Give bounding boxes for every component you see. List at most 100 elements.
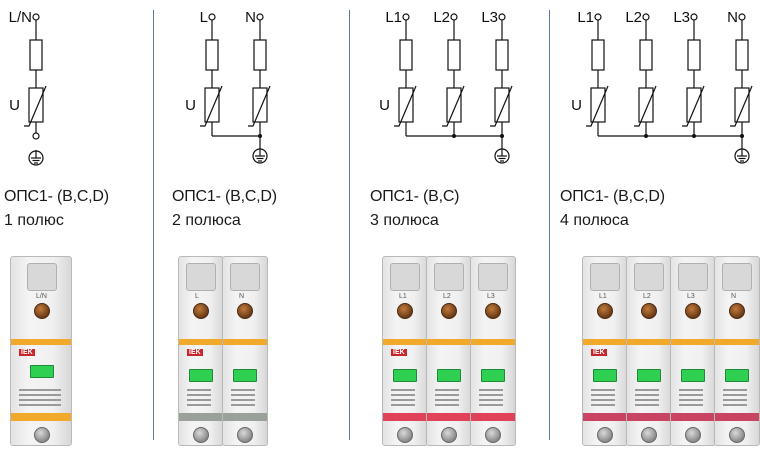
module-pole-label: L2 <box>643 293 651 300</box>
status-indicator-window <box>637 369 661 382</box>
varistor-slash-icon <box>394 85 417 127</box>
bottom-screw-icon <box>597 427 613 443</box>
screw-icon <box>193 303 209 319</box>
ground-icon <box>252 148 268 164</box>
status-indicator-window <box>30 365 54 378</box>
spec-text-line <box>19 399 61 401</box>
varistor-slash-icon <box>730 85 753 127</box>
varistor-icon <box>638 87 654 123</box>
device-title: ОПС1- (B,C) <box>370 188 460 205</box>
spec-text-line <box>435 389 459 391</box>
terminal-block <box>478 263 508 291</box>
pole-label: L1 <box>385 9 402 26</box>
spec-text-line <box>591 389 615 391</box>
screw-icon <box>597 303 613 319</box>
screw-icon <box>34 303 50 319</box>
pole-branch: L3 <box>481 9 513 136</box>
terminal-icon <box>690 13 698 21</box>
spec-text-line <box>723 404 747 406</box>
status-indicator-window <box>681 369 705 382</box>
spec-text-line <box>679 394 703 396</box>
terminal-block <box>390 263 420 291</box>
color-band-bottom <box>179 413 223 421</box>
terminal-block <box>186 263 216 291</box>
varistor-slash-icon <box>200 85 223 127</box>
spec-text-line <box>635 399 659 401</box>
ground-icon <box>734 148 750 164</box>
spec-text-line <box>231 394 255 396</box>
device-module: L2 <box>626 256 672 446</box>
spec-text-line <box>679 399 703 401</box>
varistor-icon <box>686 87 702 123</box>
fuse-icon <box>687 39 701 71</box>
spec-text-line <box>187 404 211 406</box>
pole-label: N <box>727 9 738 26</box>
color-band <box>671 339 715 345</box>
bottom-screw-icon <box>397 427 413 443</box>
color-band <box>427 339 471 345</box>
device-module: N <box>714 256 760 446</box>
color-band-bottom <box>383 413 427 421</box>
status-indicator-window <box>189 369 213 382</box>
pole-branch: L3 <box>673 9 705 136</box>
varistor-slash-icon <box>442 85 465 127</box>
varistor-icon <box>734 87 750 123</box>
pole-label: L3 <box>481 9 498 26</box>
device-module: L3 <box>470 256 516 446</box>
spec-text-line <box>391 399 415 401</box>
module-pole-label: L2 <box>443 293 451 300</box>
terminal-block <box>434 263 464 291</box>
screw-icon <box>729 303 745 319</box>
spec-text-line <box>391 389 415 391</box>
terminal-block <box>634 263 664 291</box>
pole-branch: L2 <box>625 9 657 136</box>
spec-text-line <box>231 404 255 406</box>
varistor-slash-icon <box>682 85 705 127</box>
device-title: ОПС1- (B,C,D) <box>560 188 665 205</box>
junction-dot <box>692 134 696 138</box>
module-pole-label: L3 <box>487 293 495 300</box>
status-indicator-window <box>725 369 749 382</box>
spec-text-line <box>19 404 61 406</box>
spec-text-line <box>723 389 747 391</box>
module-pole-label: N <box>731 293 737 300</box>
pole-label: L2 <box>625 9 642 26</box>
spec-text-line <box>391 404 415 406</box>
spec-text-line <box>187 399 211 401</box>
ground-icon <box>28 150 44 166</box>
spec-text-line <box>723 399 747 401</box>
spec-text-line <box>391 394 415 396</box>
terminal-block <box>230 263 260 291</box>
screw-icon <box>397 303 413 319</box>
color-band-bottom <box>11 413 71 421</box>
device-title: ОПС1- (B,C,D) <box>4 188 109 205</box>
color-band <box>715 339 759 345</box>
terminal-block <box>722 263 752 291</box>
screw-icon <box>237 303 253 319</box>
fuse-icon <box>735 39 749 71</box>
pole-label: N <box>245 9 256 26</box>
spec-text-line <box>591 394 615 396</box>
color-band-bottom <box>671 413 715 421</box>
screw-icon <box>441 303 457 319</box>
module-pole-label: L1 <box>599 293 607 300</box>
device-poles-text: 2 полюса <box>172 212 241 229</box>
device-poles-text: 4 полюса <box>560 212 629 229</box>
color-band <box>627 339 671 345</box>
spec-text-line <box>479 399 503 401</box>
spec-text-line <box>679 389 703 391</box>
color-band <box>179 339 223 345</box>
pole-label: L3 <box>673 9 690 26</box>
spec-text-line <box>435 394 459 396</box>
color-band-bottom <box>583 413 627 421</box>
varistor-label: U <box>379 97 390 114</box>
bottom-screw-icon <box>237 427 253 443</box>
